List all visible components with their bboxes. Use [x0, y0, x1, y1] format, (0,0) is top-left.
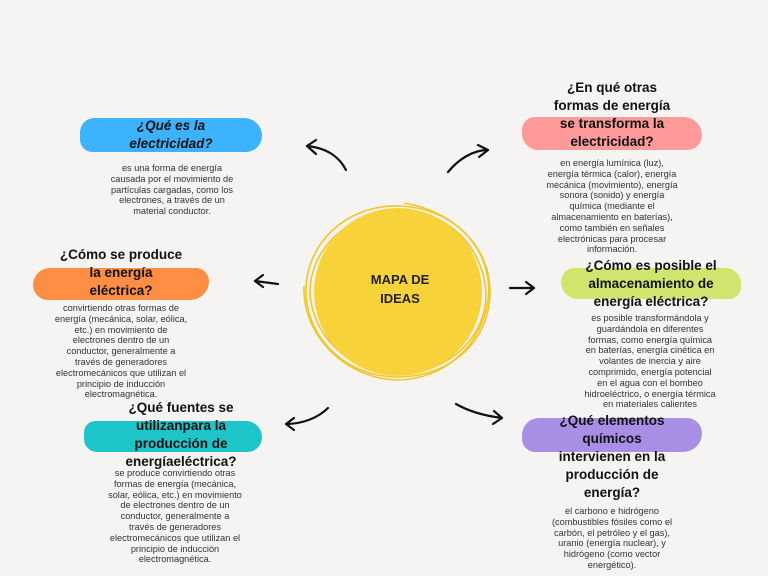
- answer-line: hidroeléctrico, o energía térmica: [584, 388, 716, 399]
- answer-line: principio de inducción: [76, 378, 166, 389]
- quimicos-title-line: producción de: [565, 467, 659, 482]
- answer-line: etc.) en movimiento de: [74, 324, 168, 335]
- answer-line: electromecánicos que utilizan el: [55, 367, 187, 378]
- answer-line: solar, eólica, etc.) en movimiento: [108, 489, 242, 500]
- answer-line: formas, como energía química: [587, 334, 713, 345]
- fuentes-answer: se produce convirtiendo otras formas de …: [86, 468, 264, 565]
- almacenamiento-title: ¿Cómo es posible el almacenamiento de en…: [565, 257, 737, 311]
- que-es-title: ¿Qué es la electricidad?: [90, 117, 252, 153]
- como-produce-highlight: [33, 268, 209, 300]
- answer-line: uranio (energía nuclear), y: [558, 538, 666, 549]
- answer-line: electromecánicos que utilizan el: [109, 532, 241, 543]
- fuentes-title-line: ¿Qué fuentes se: [128, 400, 234, 415]
- answer-line: mecánica (movimiento), energía: [546, 179, 678, 190]
- answer-line: principio de inducción: [130, 543, 220, 554]
- answer-line: comprimido, energía potencial: [588, 366, 712, 377]
- answer-line: en baterías, energía cinética en: [585, 345, 715, 356]
- answer-line: energía (mecánica, solar, eólica,: [54, 313, 188, 324]
- quimicos-title-line: químicos: [582, 431, 642, 446]
- center-circle: [314, 208, 482, 376]
- almacenamiento-answer: es posible transformándola y guardándola…: [561, 313, 739, 410]
- arrow-quimicos: [454, 402, 504, 426]
- almacenamiento-title-line: ¿Cómo es posible el: [585, 258, 717, 273]
- otras-formas-answer: en energía lumínica (luz), energía térmi…: [522, 158, 702, 255]
- answer-line: de electrones dentro de un: [120, 500, 230, 511]
- answer-line: energético).: [587, 559, 637, 570]
- almacenamiento-highlight: [561, 268, 741, 299]
- como-produce-answer: convirtiendo otras formas de energía (me…: [30, 303, 212, 400]
- answer-line: (combustibles fósiles como el: [552, 516, 672, 527]
- answer-line: almacenamiento en baterías),: [551, 211, 673, 222]
- quimicos-title-line: ¿Qué elementos: [559, 413, 665, 428]
- arrow-que-es: [305, 138, 348, 172]
- answer-line: través de generadores: [75, 356, 167, 367]
- answer-line: es posible transformándola y: [591, 313, 709, 323]
- que-es-answer: es una forma de energía causada por el m…: [80, 163, 264, 217]
- arrow-fuentes: [284, 406, 330, 432]
- como-produce-title: ¿Cómo se produce la energía eléctrica?: [40, 246, 202, 300]
- answer-line: electrones, a través de un: [119, 195, 225, 206]
- answer-line: en el agua con el bombeo: [597, 377, 703, 388]
- fuentes-highlight: [84, 421, 262, 452]
- answer-line: química (mediante el: [569, 201, 655, 212]
- quimicos-answer: el carbono e hidrógeno (combustibles fós…: [524, 506, 700, 571]
- answer-line: convirtiendo otras formas de: [63, 303, 179, 313]
- answer-line: el carbono e hidrógeno: [565, 506, 659, 516]
- otras-formas-title-line: electricidad?: [570, 134, 654, 149]
- answer-line: electromagnética.: [84, 389, 158, 400]
- answer-line: energía térmica (calor), energía: [547, 168, 677, 179]
- arrow-otras-formas: [446, 143, 490, 174]
- otras-formas-title-line: formas de energía: [553, 98, 671, 113]
- que-es-highlight: [80, 118, 262, 152]
- answer-line: se produce convirtiendo otras: [114, 468, 236, 478]
- quimicos-highlight: [522, 418, 702, 452]
- que-es-title-line: ¿Qué es la: [136, 118, 206, 133]
- answer-line: material conductor.: [133, 206, 211, 217]
- como-produce-title-line: la energía: [89, 265, 153, 280]
- answer-line: formas de energía (mecánica,: [113, 478, 237, 489]
- fuentes-title: ¿Qué fuentes se utilizanpara la producci…: [92, 399, 270, 471]
- answer-line: electromagnética.: [138, 554, 212, 565]
- otras-formas-highlight: [522, 117, 702, 150]
- answer-line: electrónicas para procesar: [557, 233, 667, 244]
- answer-line: conductor, generalmente a: [66, 346, 176, 357]
- answer-line: como también en señales: [559, 222, 665, 233]
- answer-line: guardándola en diferentes: [596, 323, 704, 334]
- quimicos-title: ¿Qué elementos químicos intervienen en l…: [530, 412, 694, 502]
- answer-line: partículas cargadas, como los: [110, 184, 234, 195]
- answer-line: volantes de inercia y aire: [599, 356, 701, 367]
- answer-line: carbón, el petróleo y el gas),: [554, 527, 670, 538]
- fuentes-title-line: energíaeléctrica?: [125, 454, 237, 469]
- arrow-almacenamiento: [508, 280, 536, 296]
- almacenamiento-title-line: almacenamiento de: [588, 276, 714, 291]
- otras-formas-title-line: ¿En qué otras: [566, 80, 657, 95]
- answer-line: sonora (sonido) y energía: [559, 190, 665, 201]
- otras-formas-title-line: se transforma la: [559, 116, 665, 131]
- arrow-como-produce: [253, 273, 280, 289]
- fuentes-title-line: utilizanpara la: [135, 418, 227, 433]
- answer-line: hidrógeno (como vector: [563, 549, 661, 560]
- answer-line: en materiales calientes: [603, 399, 697, 410]
- answer-line: conductor, generalmente a: [120, 511, 230, 522]
- otras-formas-title: ¿En qué otras formas de energía se trans…: [532, 79, 692, 151]
- center-title: MAPA DE IDEAS: [340, 270, 460, 308]
- como-produce-title-line: eléctrica?: [89, 283, 153, 298]
- quimicos-title-line: energía?: [583, 485, 641, 500]
- center-title-line-1: MAPA DE: [370, 272, 430, 287]
- almacenamiento-title-line: energía eléctrica?: [593, 294, 709, 309]
- answer-line: electrones dentro de un: [72, 335, 170, 346]
- que-es-title-line: electricidad?: [129, 136, 213, 151]
- answer-line: causada por el movimiento de: [110, 173, 234, 184]
- fuentes-title-line: producción de: [134, 436, 228, 451]
- center-title-line-2: IDEAS: [380, 291, 420, 306]
- answer-line: en energía lumínica (luz),: [560, 158, 664, 168]
- quimicos-title-line: intervienen en la: [558, 449, 666, 464]
- como-produce-title-line: ¿Cómo se produce: [59, 247, 183, 262]
- answer-line: es una forma de energía: [121, 163, 223, 173]
- answer-line: través de generadores: [129, 521, 221, 532]
- answer-line: información.: [586, 244, 638, 255]
